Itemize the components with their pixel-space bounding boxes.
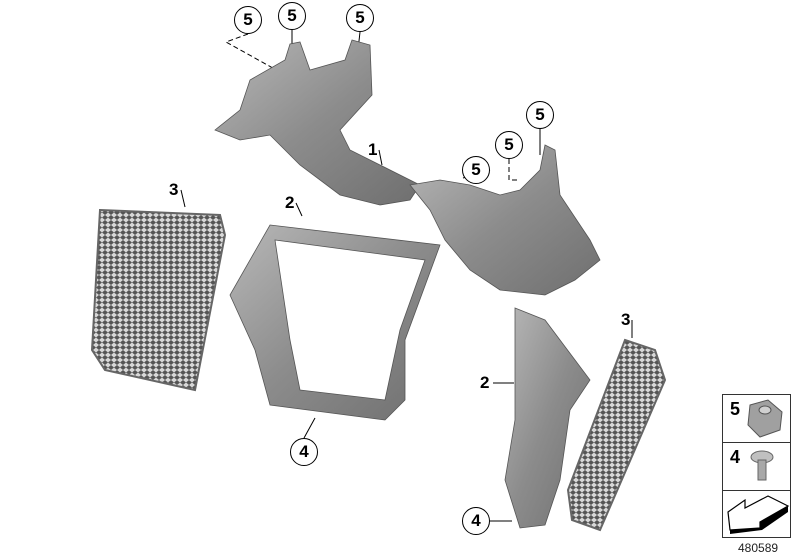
part-2-frame-left [229, 224, 441, 421]
part-label-2[interactable]: 2 [285, 193, 295, 212]
legend-row-arrow[interactable] [723, 491, 790, 539]
callout-5[interactable]: 5 [278, 2, 306, 30]
screw-icon [750, 450, 774, 481]
arrow-icon [727, 495, 790, 534]
callout-4[interactable]: 4 [462, 507, 490, 535]
part-label-3[interactable]: 3 [621, 310, 631, 329]
callout-4[interactable]: 4 [290, 438, 318, 466]
legend-row-screw[interactable]: 4 [723, 443, 790, 491]
diagram-number: 480589 [738, 541, 779, 555]
callout-5[interactable]: 5 [526, 101, 554, 129]
part-3-grille-left [90, 208, 227, 392]
part-2-bracket-right [504, 307, 591, 529]
callout-5[interactable]: 5 [462, 156, 490, 184]
parts-legend: 5 4 [722, 394, 791, 538]
part-1-duct-right [409, 144, 601, 296]
callout-5[interactable]: 5 [495, 131, 523, 159]
part-3-grille-right [566, 338, 667, 532]
part-label-1[interactable]: 1 [368, 140, 378, 159]
callout-5[interactable]: 5 [234, 6, 262, 34]
part-label-3[interactable]: 3 [169, 180, 179, 199]
legend-row-clip-nut[interactable]: 5 [723, 395, 790, 443]
part-1-duct-left [214, 39, 421, 206]
clip-nut-icon [747, 399, 783, 438]
callout-5[interactable]: 5 [346, 4, 374, 32]
part-label-2[interactable]: 2 [480, 373, 490, 392]
legend-number: 4 [730, 447, 741, 467]
legend-number: 5 [730, 399, 741, 419]
